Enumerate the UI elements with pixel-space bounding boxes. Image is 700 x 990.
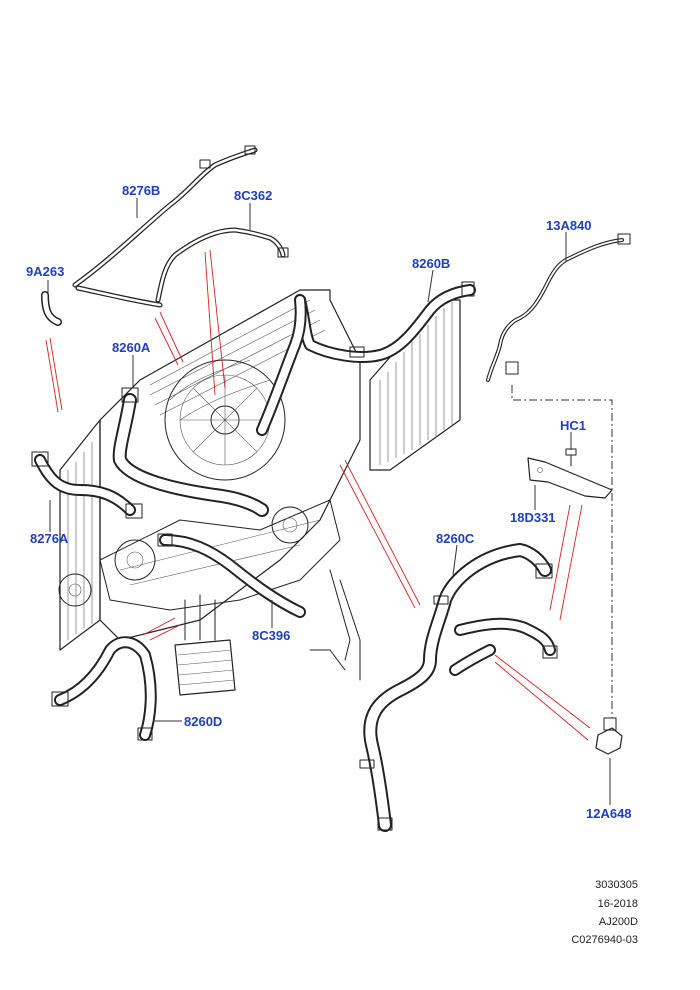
hose-8260C: [359, 543, 558, 832]
hose-8260D: [51, 636, 157, 741]
callout-8276B: 8276B: [122, 183, 160, 198]
reference-line-2: 16-2018: [597, 898, 638, 910]
assembly-leader-lines: [45, 249, 591, 741]
callout-9A263: 9A263: [26, 264, 64, 279]
callout-8260D: 8260D: [184, 714, 222, 729]
callout-8276A: 8276A: [30, 531, 69, 546]
callout-8C362: 8C362: [234, 188, 272, 203]
link-line-dashdot: [511, 385, 613, 718]
callout-8260C: 8260C: [436, 531, 475, 546]
hose-8260B: [294, 281, 476, 363]
callout-8C396: 8C396: [252, 628, 290, 643]
hose-8276B: [72, 145, 258, 308]
reference-line-3: AJ200D: [598, 916, 638, 928]
callout-8260A: 8260A: [112, 340, 151, 355]
pipe-13A840: [486, 233, 631, 382]
callout-HC1: HC1: [560, 418, 586, 433]
callout-leaders: [47, 198, 611, 805]
callout-13A840: 13A840: [546, 218, 592, 233]
reference-line-1: 3030305: [595, 879, 638, 891]
hose-9A263: [41, 291, 62, 326]
bolt-HC1: [565, 448, 577, 467]
callout-8260B: 8260B: [412, 256, 450, 271]
callout-12A648: 12A648: [586, 806, 632, 821]
bracket-18D331: [527, 457, 613, 499]
reference-line-4: C0276940-03: [571, 934, 638, 946]
sensor-12A648: [595, 717, 623, 755]
hose-8276A: [31, 451, 143, 519]
hose-8C362: [155, 227, 289, 303]
callout-labels: 8276B 8C362 9A263 13A840 8260B 8260A HC1…: [26, 183, 632, 821]
hose-8C396: [157, 533, 306, 618]
callout-18D331: 18D331: [510, 510, 556, 525]
hose-8260A: [112, 294, 307, 517]
